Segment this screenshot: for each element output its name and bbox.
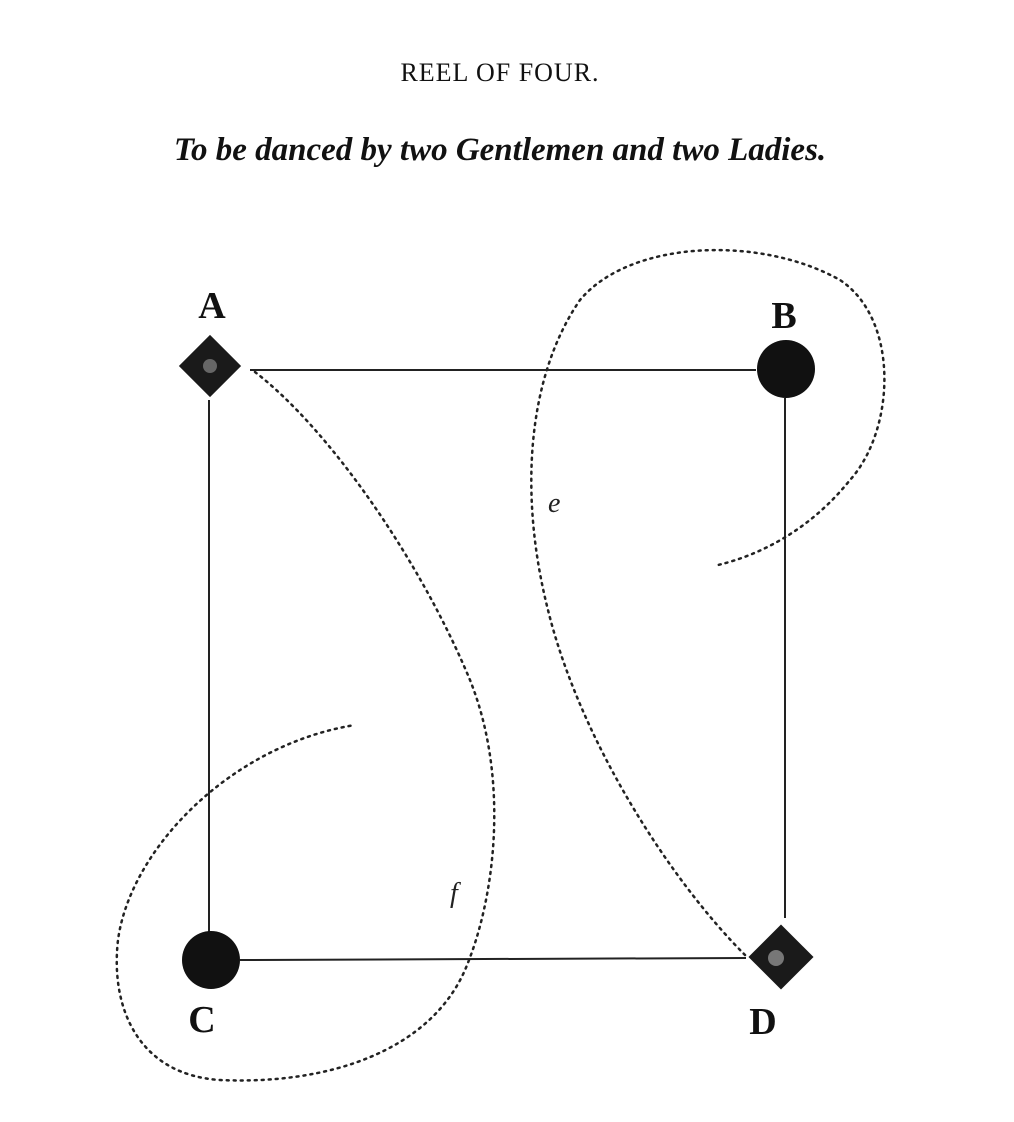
- diagram-title: REEL OF FOUR.: [400, 58, 600, 87]
- marker-a: [178, 334, 242, 398]
- marker-c: [182, 931, 240, 989]
- edge-c-d: [239, 957, 747, 961]
- path-label-f: f: [450, 878, 461, 909]
- path-label-e: e: [548, 488, 560, 519]
- marker-b: [757, 340, 815, 398]
- path-e-dotted: [530, 248, 886, 957]
- marker-d: [748, 924, 814, 990]
- label-a: A: [198, 285, 226, 327]
- path-f-dotted: [115, 370, 496, 1082]
- diagram-subtitle: To be danced by two Gentlemen and two La…: [173, 132, 827, 168]
- label-d: D: [749, 1001, 776, 1043]
- label-b: B: [771, 295, 796, 337]
- label-c: C: [188, 999, 215, 1041]
